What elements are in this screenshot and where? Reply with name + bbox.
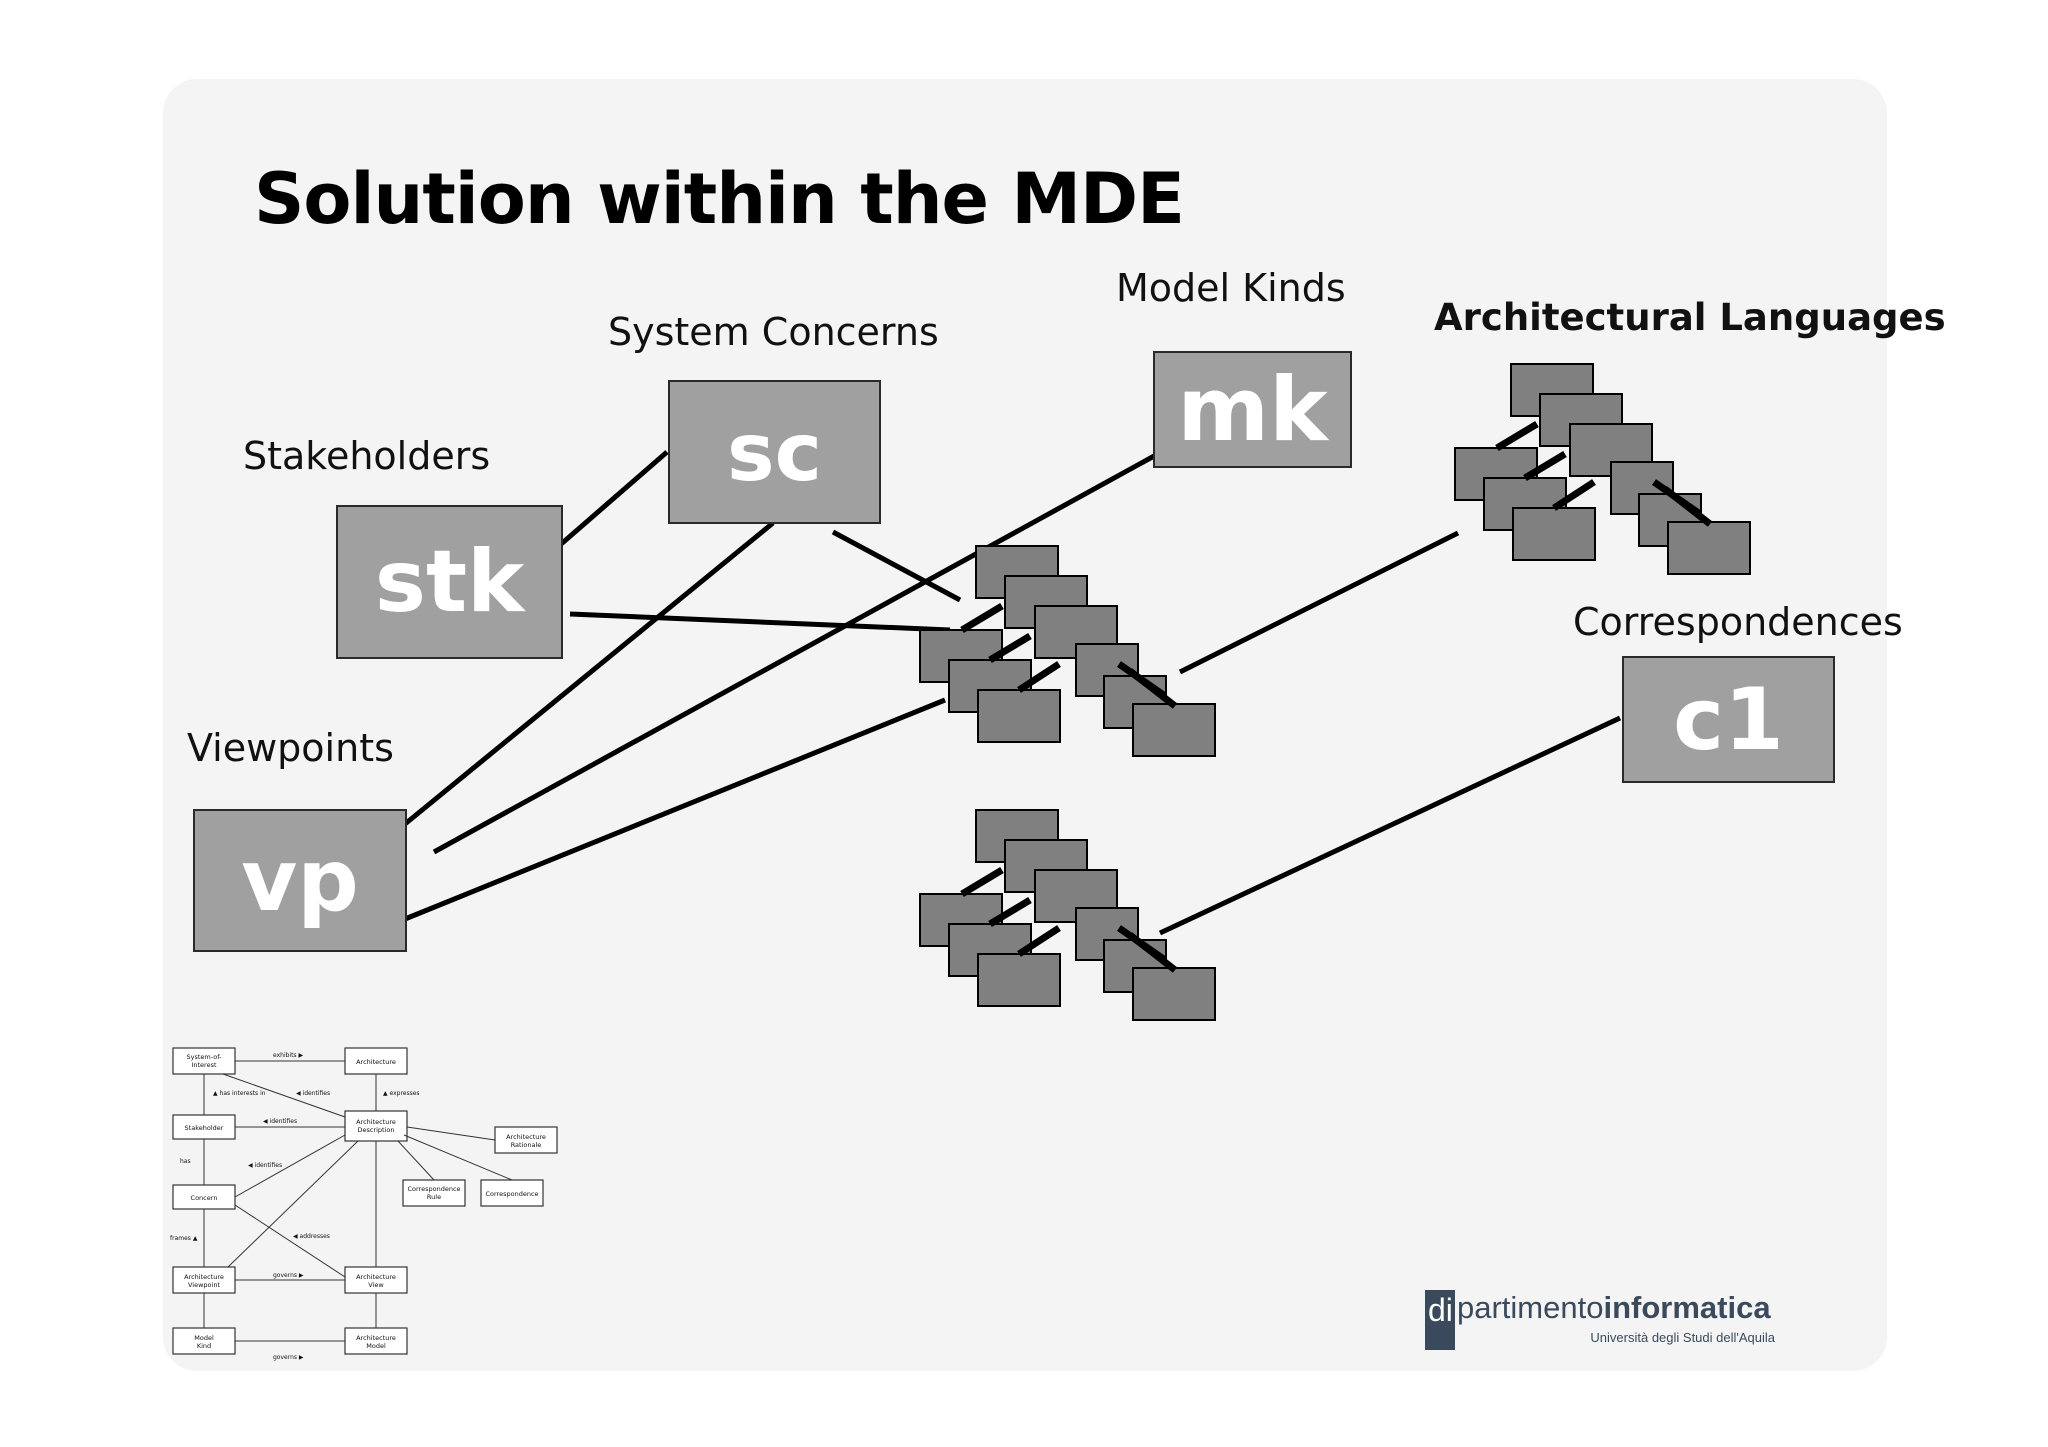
- university-logo: di partimentoinformatica Università degl…: [1425, 1290, 1775, 1350]
- svg-text:View: View: [368, 1281, 384, 1289]
- mm-node-architecture-description: Architecture: [356, 1118, 396, 1126]
- svg-text:governs ▶: governs ▶: [273, 1272, 304, 1279]
- mm-node-correspondence: Correspondence: [485, 1190, 538, 1198]
- mm-node-correspondence-rule: Correspondence: [407, 1185, 460, 1193]
- label-system-concerns: System Concerns: [608, 310, 939, 354]
- svg-text:▲ has interests in: ▲ has interests in: [213, 1090, 266, 1097]
- box-stk: stk: [336, 505, 563, 659]
- label-stakeholders: Stakeholders: [243, 434, 491, 478]
- svg-text:Viewpoint: Viewpoint: [188, 1281, 220, 1289]
- mm-node-architecture-viewpoint: Architecture: [184, 1273, 224, 1281]
- svg-text:has: has: [180, 1158, 191, 1165]
- svg-text:exhibits ▶: exhibits ▶: [273, 1052, 303, 1059]
- mm-node-architecture-model: Architecture: [356, 1334, 396, 1342]
- box-sc: sc: [668, 380, 881, 524]
- mm-node-system-of-interest: System-of-: [187, 1053, 223, 1061]
- line-stk-cluster: [569, 611, 951, 633]
- mm-node-architecture: Architecture: [356, 1058, 396, 1066]
- slide-title: Solution within the MDE: [254, 158, 1185, 240]
- svg-text:◀ addresses: ◀ addresses: [293, 1233, 330, 1240]
- svg-text:◀ identifies: ◀ identifies: [296, 1090, 330, 1097]
- svg-text:governs ▶: governs ▶: [273, 1354, 304, 1361]
- logo-name-bold: informatica: [1603, 1290, 1771, 1325]
- box-c1: c1: [1622, 656, 1835, 783]
- svg-text:Rule: Rule: [427, 1193, 441, 1201]
- box-vp: vp: [193, 809, 407, 952]
- logo-mark-text: di: [1428, 1292, 1453, 1328]
- svg-text:Rationale: Rationale: [511, 1141, 542, 1149]
- label-viewpoints: Viewpoints: [187, 726, 394, 770]
- line-sc-cluster: [831, 529, 962, 603]
- line-cluster2-c1: [1158, 715, 1622, 936]
- metamodel-thumbnail: System-of- Interest Architecture Stakeho…: [170, 1047, 558, 1361]
- svg-text:Description: Description: [357, 1126, 394, 1134]
- svg-text:◀ identifies: ◀ identifies: [263, 1118, 297, 1125]
- logo-subtitle: Università degli Studi dell'Aquila: [1590, 1330, 1775, 1345]
- line-mk-vp: [432, 447, 1167, 855]
- line-vp-cluster: [404, 697, 946, 922]
- line-cluster-al: [1178, 530, 1460, 675]
- line-sc-vp: [403, 521, 775, 826]
- label-model-kinds: Model Kinds: [1116, 266, 1346, 310]
- mm-node-concern: Concern: [191, 1194, 218, 1202]
- logo-name: partimentoinformatica: [1457, 1290, 1771, 1326]
- logo-name-light: partimento: [1457, 1290, 1604, 1325]
- svg-text:Interest: Interest: [191, 1061, 216, 1069]
- mm-node-architecture-rationale: Architecture: [506, 1133, 546, 1141]
- model-cluster-2: [920, 810, 1215, 1020]
- mm-node-model-kind: Model: [194, 1334, 214, 1342]
- svg-text:Model: Model: [366, 1342, 386, 1350]
- svg-text:◀ identifies: ◀ identifies: [248, 1162, 282, 1169]
- model-cluster-1: [920, 546, 1215, 756]
- svg-text:▲ expresses: ▲ expresses: [383, 1090, 420, 1097]
- label-architectural-languages: Architectural Languages: [1434, 296, 1946, 339]
- label-correspondences: Correspondences: [1573, 600, 1903, 644]
- line-stk-sc: [558, 450, 669, 547]
- architectural-languages-cluster: [1455, 364, 1750, 574]
- box-mk: mk: [1153, 351, 1352, 468]
- mm-node-architecture-view: Architecture: [356, 1273, 396, 1281]
- svg-text:frames ▲: frames ▲: [170, 1235, 198, 1242]
- mm-node-stakeholder: Stakeholder: [185, 1124, 224, 1132]
- svg-text:Kind: Kind: [197, 1342, 211, 1350]
- logo-mark: di: [1425, 1290, 1455, 1350]
